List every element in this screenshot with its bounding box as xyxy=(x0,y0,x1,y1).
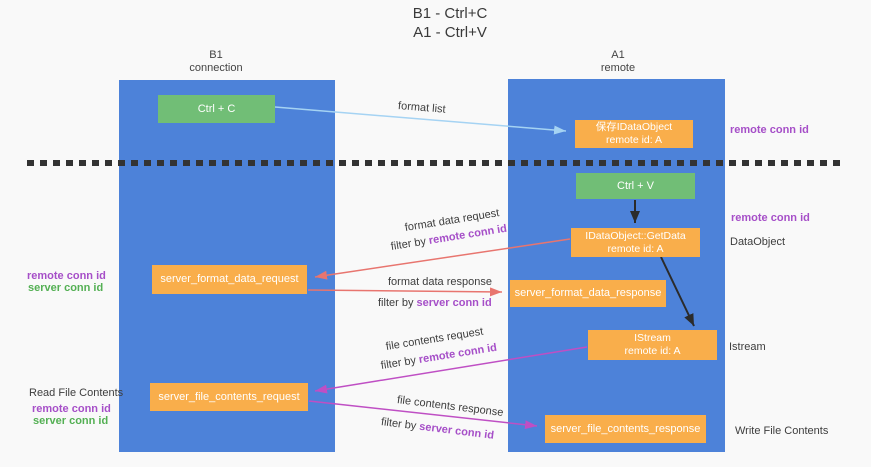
lane-a1-subtitle: remote xyxy=(600,62,636,74)
lane-b1-subtitle: connection xyxy=(189,62,243,74)
format-request-arrow xyxy=(314,238,571,280)
title-line-2: A1 - Ctrl+V xyxy=(413,24,487,41)
node-server-file-contents-request: server_file_contents_request xyxy=(150,383,308,411)
node-istream: IStream remote id: A xyxy=(588,330,717,360)
node-getdata-line1: IDataObject::GetData xyxy=(585,229,686,242)
format-list-arrow xyxy=(274,106,567,135)
node-idataobject-getdata: IDataObject::GetData remote id: A xyxy=(571,228,700,257)
annotation-read-file-contents: Read File Contents xyxy=(29,387,124,399)
node-ctrl-v-label: Ctrl + V xyxy=(617,179,654,192)
node-ctrl-c-label: Ctrl + C xyxy=(197,102,236,115)
label-format-data-response: format data response xyxy=(388,276,492,288)
node-server-file-contents-response: server_file_contents_response xyxy=(545,415,706,443)
lane-b1-name: B1 xyxy=(209,49,223,61)
annotation-istream: Istream xyxy=(729,341,766,353)
lane-header-a1: A1 remote xyxy=(548,49,688,75)
node-server-format-data-request: server_format_data_request xyxy=(152,265,307,294)
label-filter-server-1: filter by server conn id xyxy=(378,297,492,310)
server-conn-id-key: server conn id xyxy=(416,297,492,309)
lane-a1-name: A1 xyxy=(611,49,625,61)
diagram-title: B1 - Ctrl+C A1 - Ctrl+V xyxy=(330,4,570,42)
lane-header-b1: B1 connection xyxy=(146,49,286,75)
node-server-format-data-response-label: server_format_data_response xyxy=(514,287,662,299)
file-response-arrow xyxy=(308,400,538,430)
node-server-file-contents-request-label: server_file_contents_request xyxy=(158,390,300,403)
node-getdata-line2: remote id: A xyxy=(607,242,664,255)
filter-by-prefix: filter by xyxy=(378,297,417,309)
node-istream-line2: remote id: A xyxy=(624,345,681,357)
annotation-dataobject: DataObject xyxy=(730,236,786,248)
annotation-left-server-conn-id-1: server conn id xyxy=(28,282,104,294)
annotation-left-server-conn-id-2: server conn id xyxy=(33,415,109,427)
annotation-left-remote-conn-id-1: remote conn id xyxy=(27,270,106,282)
node-istream-line1: IStream xyxy=(634,332,671,344)
annotation-write-file-contents: Write File Contents xyxy=(735,425,829,437)
annotation-left-remote-conn-id-2: remote conn id xyxy=(32,403,111,415)
node-server-file-contents-response-label: server_file_contents_response xyxy=(550,422,701,435)
getdata-to-istream-arrow xyxy=(660,256,695,327)
node-save-idataobject-line1: 保存IDataObject xyxy=(595,121,673,133)
annotation-remote-conn-id-mid: remote conn id xyxy=(731,212,810,224)
node-save-idataobject-line2: remote id: A xyxy=(605,134,663,146)
annotation-remote-conn-id-top: remote conn id xyxy=(730,124,809,136)
node-server-format-data-response: server_format_data_response xyxy=(510,280,666,307)
node-ctrl-v: Ctrl + V xyxy=(576,173,695,199)
file-request-arrow xyxy=(314,346,588,394)
node-save-idataobject: 保存IDataObject remote id: A xyxy=(575,120,693,148)
node-ctrl-c: Ctrl + C xyxy=(158,95,275,123)
title-line-1: B1 - Ctrl+C xyxy=(412,5,488,22)
format-response-arrow xyxy=(307,287,503,297)
node-server-format-data-request-label: server_format_data_request xyxy=(160,273,299,285)
